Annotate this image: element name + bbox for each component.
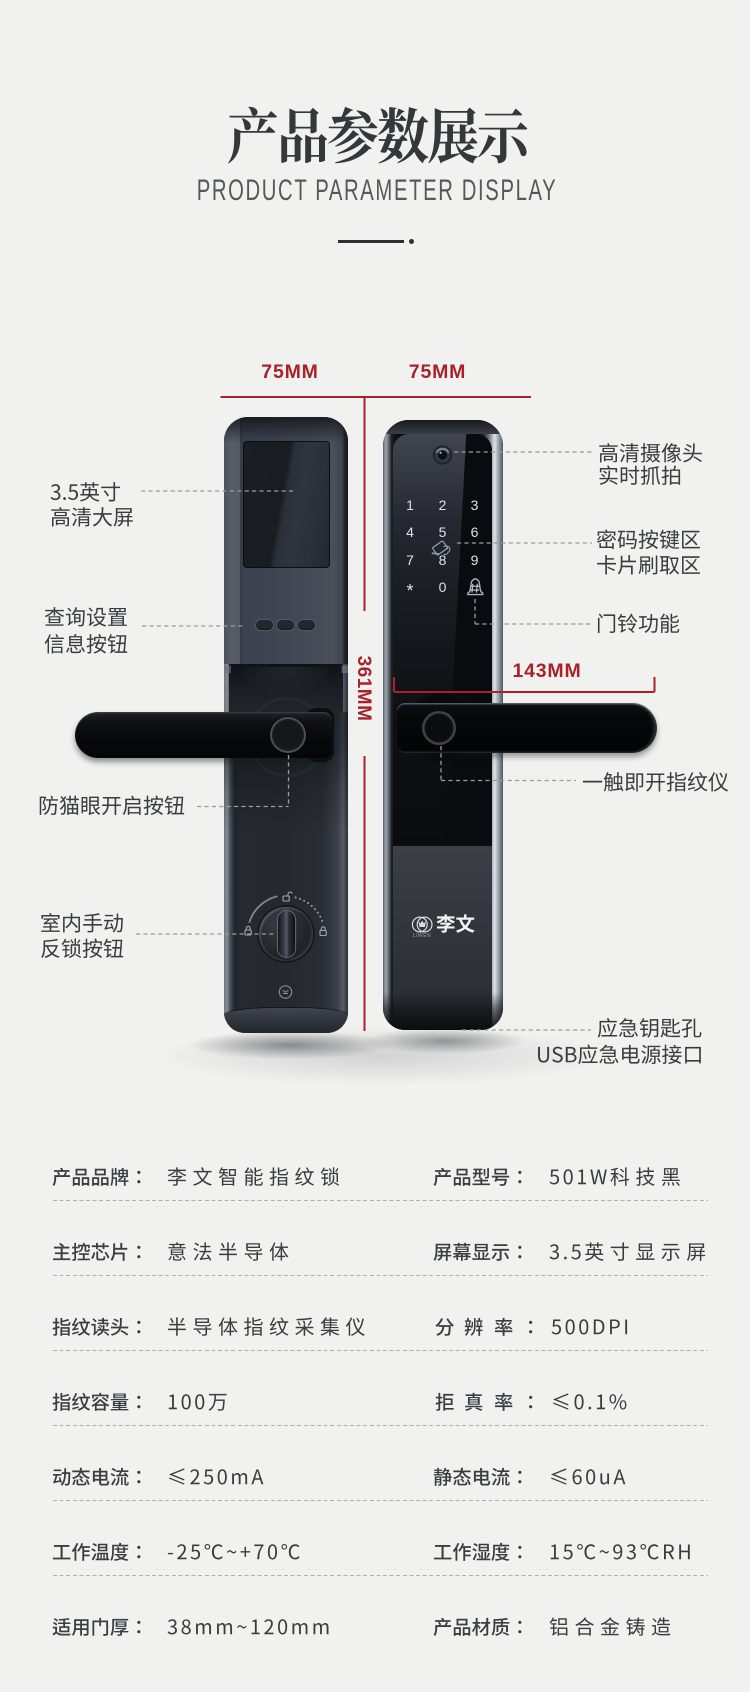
svg-text:361MM: 361MM (353, 656, 374, 722)
svg-text:143MM: 143MM (512, 660, 581, 682)
svg-text:75MM: 75MM (409, 361, 466, 383)
svg-text:75MM: 75MM (261, 361, 318, 383)
